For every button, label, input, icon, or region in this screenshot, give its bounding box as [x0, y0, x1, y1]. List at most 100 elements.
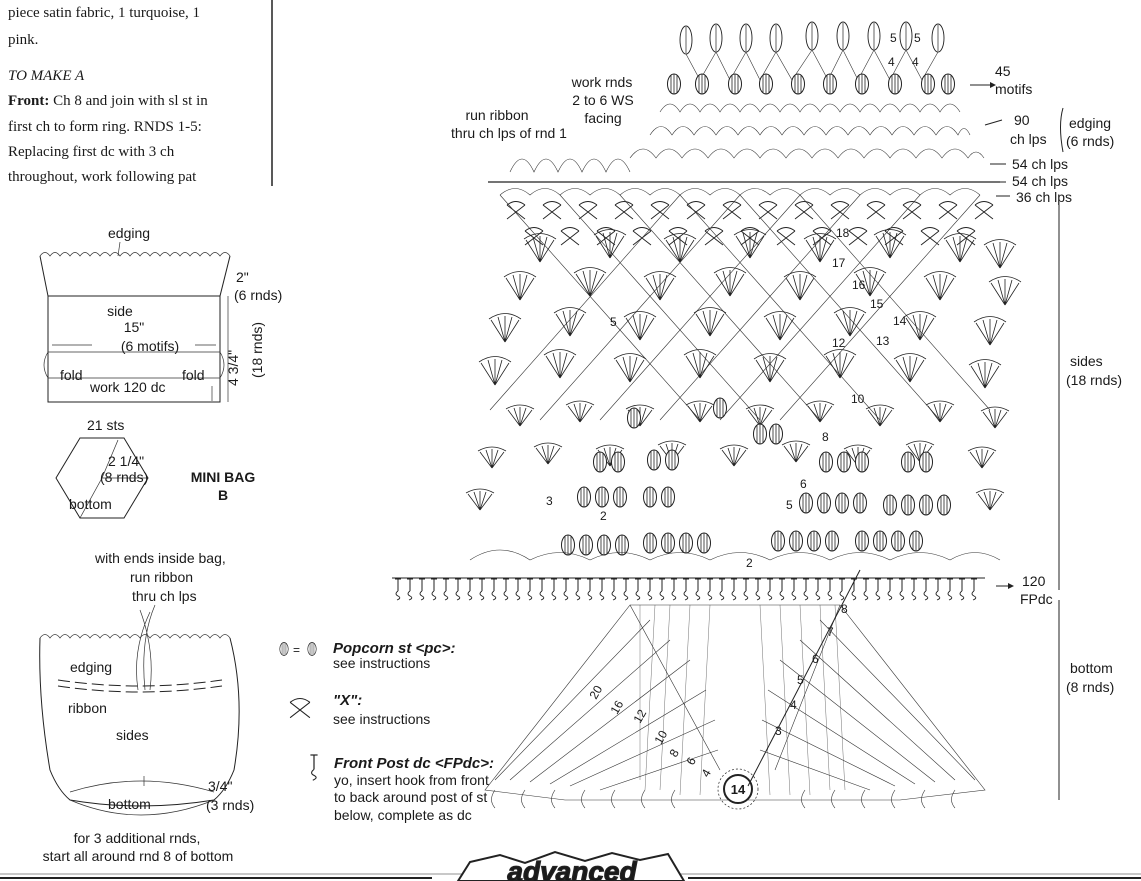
stitch-legend: = Popcorn st <pc>: see instructions "X":… [279, 640, 494, 823]
instruction-paragraph-line: first ch to form ring. RNDS 1-5: [8, 119, 202, 135]
x-stitch-icon [289, 697, 311, 719]
round-number: 10 [851, 392, 865, 406]
round-number: 8 [822, 430, 829, 444]
side-height: 4 3/4" [225, 350, 241, 386]
advanced-banner [456, 850, 686, 881]
fold-label-left: fold [60, 367, 83, 383]
x-stitch-title: "X": [333, 692, 362, 709]
edging-section-rnds: (6 rnds) [1066, 133, 1114, 149]
advanced-banner-text: advanced [507, 856, 637, 881]
sides-section: sides [1070, 353, 1103, 369]
popcorn-row-top [667, 73, 955, 95]
foot-note-line1: for 3 additional rnds, [74, 830, 201, 846]
round-number: 15 [870, 297, 884, 311]
chlps54b: 54 ch lps [1012, 173, 1068, 189]
round-number: 5 [914, 31, 921, 45]
round-number: 6 [812, 652, 819, 666]
round-number: 5 [890, 31, 897, 45]
materials-text-line: pink. [8, 32, 38, 48]
work-rnds-line3: facing [584, 110, 621, 126]
front-label: Front: [8, 93, 49, 109]
materials-text-line: piece satin fabric, 1 turquoise, 1 [8, 5, 200, 21]
bottom-height: 3/4" [208, 778, 232, 794]
section-heading: TO MAKE A [8, 68, 85, 84]
round-number: 17 [832, 256, 846, 270]
bottom-label: bottom [69, 496, 112, 512]
round-number: 6 [800, 477, 807, 491]
edging-label: edging [108, 225, 150, 241]
round-number: 13 [876, 334, 890, 348]
bottom-wedge [484, 569, 986, 810]
round-number: 4 [790, 698, 797, 712]
fpdc-count: 120 [1022, 573, 1046, 589]
edging-section: edging [1069, 115, 1111, 131]
round-number: 3 [775, 724, 782, 738]
foot-note-line2: start all around rnd 8 of bottom [43, 848, 234, 864]
instruction-paragraph-line: throughout, work following pat [8, 169, 197, 185]
fpdc-row [392, 577, 985, 601]
bottom-rnds: (8 rnds) [100, 469, 148, 485]
shell-rows [478, 229, 1022, 389]
round-number: 2 [746, 556, 753, 570]
round-number: 14 [893, 314, 907, 328]
chlps90-label: ch lps [1010, 131, 1047, 147]
chain-arcs [469, 549, 1001, 561]
edging-height: 2" [236, 269, 249, 285]
bag-sketch: with ends inside bag, run ribbon thru ch… [39, 550, 254, 864]
mini-bag-title: MINI BAG [191, 469, 256, 485]
bottom-section: bottom [1070, 660, 1113, 676]
ribbon-note-line2: run ribbon [130, 569, 193, 585]
bottom-label: bottom [108, 796, 151, 812]
round-number: 2 [600, 509, 607, 523]
x-stitch-desc: see instructions [333, 711, 430, 727]
round-number: 3 [546, 494, 553, 508]
popcorn-title: Popcorn st <pc>: [333, 640, 456, 657]
round-number: 16 [852, 278, 866, 292]
side-rnds: (18 rnds) [249, 322, 265, 378]
motifs-count: (6 motifs) [121, 338, 179, 354]
radius-measure: 2 1/4" [108, 453, 144, 469]
fpdc-label: FPdc [1020, 591, 1053, 607]
instruction-paragraph-line: Front: Ch 8 and join with sl st in [8, 93, 208, 109]
round-number: 4 [912, 55, 919, 69]
fpdc-icon [309, 754, 319, 781]
fpdc-desc-line2: to back around post of st [334, 789, 487, 805]
round-number: 8 [666, 746, 682, 759]
center-count: 14 [731, 782, 746, 797]
work-rnds-line1: work rnds [571, 74, 633, 90]
sts-count: 21 sts [87, 417, 124, 433]
ribbon-note-line1: with ends inside bag, [94, 550, 226, 566]
edging-loops [488, 103, 1000, 196]
motifs-count: 45 [995, 63, 1011, 79]
round-number: 18 [836, 226, 850, 240]
fpdc-title: Front Post dc <FPdc>: [334, 755, 494, 772]
round-number: 5 [786, 498, 793, 512]
instruction-paragraph-line: Replacing first dc with 3 ch [8, 144, 175, 160]
round-number: 8 [841, 602, 848, 616]
mini-bag-subtitle: B [218, 487, 228, 503]
popcorn-desc: see instructions [333, 655, 430, 671]
crochet-chart: 5 5 4 4 18 17 16 15 14 13 12 10 8 6 5 2 … [392, 21, 1122, 810]
sides-section-rnds: (18 rnds) [1066, 372, 1122, 388]
bottom-hexagon-schematic: 21 sts 2 1/4" (8 rnds) bottom [55, 417, 149, 519]
edging-label: edging [70, 659, 112, 675]
instruction-text-block: piece satin fabric, 1 turquoise, 1 pink.… [8, 0, 273, 186]
right-count-labels: 45 motifs 90 ch lps 54 ch lps 54 ch lps … [970, 63, 1072, 607]
round-numbers: 5 5 4 4 18 17 16 15 14 13 12 10 8 6 5 2 … [546, 31, 921, 780]
edging-rnds: (6 rnds) [234, 287, 282, 303]
fpdc-desc-line1: yo, insert hook from front [334, 772, 489, 788]
fpdc-desc-line3: below, complete as dc [334, 807, 472, 823]
side-panel-schematic: edging side 15" (6 motifs) 2" (6 rnds) 4… [39, 225, 282, 403]
section-brackets: edging (6 rnds) sides (18 rnds) bottom (… [1058, 107, 1122, 800]
round-number: 5 [610, 315, 617, 329]
round-number: 5 [797, 673, 804, 687]
motif-row [679, 21, 945, 81]
round-number: 4 [888, 55, 895, 69]
round-number: 12 [832, 336, 846, 350]
round-number: 16 [607, 698, 626, 717]
run-ribbon-line1: run ribbon [465, 107, 528, 123]
ribbon-note-line3: thru ch lps [132, 588, 197, 604]
sides-label: sides [116, 727, 149, 743]
width-measure: 15" [124, 319, 145, 335]
round-number: 6 [683, 754, 699, 767]
